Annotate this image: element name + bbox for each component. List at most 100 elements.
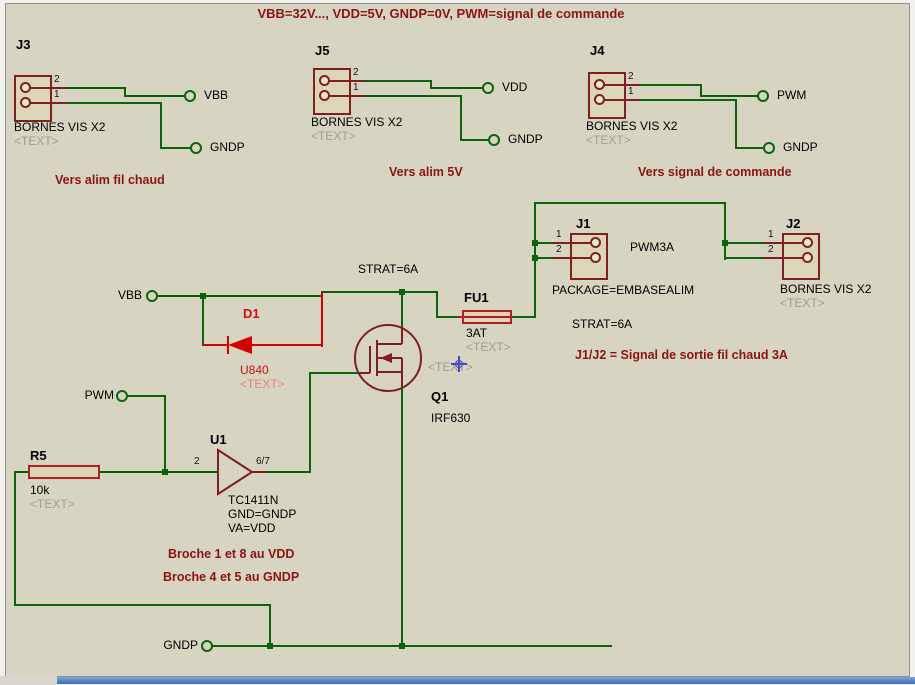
wire[interactable] bbox=[512, 316, 535, 318]
wire[interactable] bbox=[460, 95, 462, 141]
u1-buffer-symbol[interactable] bbox=[216, 448, 268, 496]
wire[interactable] bbox=[160, 102, 162, 149]
wire[interactable] bbox=[365, 95, 462, 97]
schematic-canvas[interactable] bbox=[5, 3, 910, 677]
wire[interactable] bbox=[100, 471, 218, 473]
wire[interactable] bbox=[164, 395, 166, 473]
j3-pin1-number: 1 bbox=[54, 89, 60, 100]
terminal-gndp[interactable] bbox=[190, 142, 202, 154]
r5-value: 10k bbox=[30, 483, 50, 497]
wire[interactable] bbox=[724, 242, 766, 244]
r5-resistor[interactable] bbox=[28, 465, 100, 479]
mosfet-arrow bbox=[380, 353, 392, 363]
terminal-gndp-main[interactable] bbox=[201, 640, 213, 652]
j4-pin2-number: 2 bbox=[628, 71, 634, 82]
j5-pin2-number: 2 bbox=[353, 67, 359, 78]
fuse-element-line bbox=[457, 316, 517, 318]
j5-text-placeholder: <TEXT> bbox=[311, 129, 356, 143]
window-bottom-bar[interactable] bbox=[57, 677, 915, 684]
wire[interactable] bbox=[724, 257, 766, 259]
terminal-vbb-main[interactable] bbox=[146, 290, 158, 302]
d1-diode-symbol[interactable] bbox=[200, 330, 330, 360]
wire[interactable] bbox=[640, 99, 737, 101]
wire[interactable] bbox=[735, 147, 765, 149]
wire[interactable] bbox=[66, 87, 126, 89]
wire[interactable] bbox=[436, 291, 438, 318]
wire[interactable] bbox=[534, 202, 726, 204]
wire[interactable] bbox=[534, 257, 554, 259]
terminal-vbb[interactable] bbox=[184, 90, 196, 102]
diode-triangle bbox=[228, 336, 252, 354]
wire[interactable] bbox=[124, 95, 186, 97]
terminal-gndp[interactable] bbox=[763, 142, 775, 154]
j5-connector[interactable] bbox=[313, 68, 351, 115]
q1-mosfet-symbol[interactable] bbox=[350, 320, 430, 396]
wire[interactable] bbox=[14, 604, 271, 606]
net-label-gndp: GNDP bbox=[163, 638, 198, 652]
terminal-vdd[interactable] bbox=[482, 82, 494, 94]
wire[interactable] bbox=[430, 87, 484, 89]
wire[interactable] bbox=[213, 645, 612, 647]
j4-pin1-number: 1 bbox=[628, 86, 634, 97]
pin-line bbox=[604, 99, 624, 101]
j2-connector[interactable] bbox=[782, 233, 820, 280]
pin-stub bbox=[622, 84, 640, 86]
wire[interactable] bbox=[700, 95, 759, 97]
q1-ref: Q1 bbox=[431, 389, 449, 404]
wire[interactable] bbox=[160, 147, 192, 149]
pin-stub bbox=[764, 257, 782, 259]
u1-ref: U1 bbox=[210, 432, 227, 447]
wire[interactable] bbox=[128, 395, 166, 397]
q1-value: IRF630 bbox=[431, 411, 471, 425]
terminal-pwm-main[interactable] bbox=[116, 390, 128, 402]
wire-highlighted[interactable] bbox=[321, 291, 323, 347]
wire[interactable] bbox=[460, 139, 490, 141]
wire[interactable] bbox=[202, 295, 204, 346]
wire[interactable] bbox=[534, 242, 554, 244]
r5-ref: R5 bbox=[30, 448, 47, 463]
wire[interactable] bbox=[436, 316, 462, 318]
pin-stub bbox=[552, 257, 570, 259]
j1-pin2-number: 2 bbox=[556, 244, 562, 255]
pin-stub bbox=[48, 87, 66, 89]
wire[interactable] bbox=[700, 84, 702, 97]
wire[interactable] bbox=[640, 84, 702, 86]
u1-pin-out-number: 6/7 bbox=[256, 456, 270, 467]
pin-contact bbox=[802, 237, 813, 248]
d1-value: U840 bbox=[240, 363, 269, 377]
wire[interactable] bbox=[124, 87, 126, 97]
wire[interactable] bbox=[14, 471, 28, 473]
u1-value: TC1411N bbox=[228, 493, 279, 507]
wire[interactable] bbox=[430, 80, 432, 89]
wire[interactable] bbox=[158, 295, 322, 297]
j2-value: BORNES VIS X2 bbox=[780, 282, 872, 296]
terminal-pwm[interactable] bbox=[757, 90, 769, 102]
pin-stub bbox=[48, 102, 66, 104]
origin-marker-icon bbox=[451, 356, 467, 372]
pin-stub bbox=[764, 242, 782, 244]
wire[interactable] bbox=[724, 202, 726, 260]
window-corner bbox=[0, 676, 57, 685]
schematic-title: VBB=32V..., VDD=5V, GNDP=0V, PWM=signal … bbox=[257, 6, 625, 21]
wire[interactable] bbox=[66, 102, 162, 104]
j1-ref: J1 bbox=[576, 216, 591, 231]
j1-connector[interactable] bbox=[570, 233, 608, 280]
fu1-value: 3AT bbox=[466, 326, 488, 340]
j4-ref: J4 bbox=[590, 43, 605, 58]
terminal-gndp[interactable] bbox=[488, 134, 500, 146]
wire[interactable] bbox=[401, 388, 403, 647]
wire[interactable] bbox=[401, 291, 403, 331]
j4-connector[interactable] bbox=[588, 72, 626, 119]
wire[interactable] bbox=[309, 372, 311, 473]
net-label-gndp: GNDP bbox=[508, 132, 543, 146]
wire[interactable] bbox=[264, 471, 311, 473]
wire[interactable] bbox=[735, 99, 737, 149]
wire[interactable] bbox=[269, 604, 271, 647]
mosfet-body-circle bbox=[354, 324, 422, 392]
wire[interactable] bbox=[309, 372, 359, 374]
wire[interactable] bbox=[322, 291, 438, 293]
wire[interactable] bbox=[365, 80, 432, 82]
j3-connector[interactable] bbox=[14, 75, 52, 122]
net-label-gndp: GNDP bbox=[783, 140, 818, 154]
wire[interactable] bbox=[14, 471, 16, 606]
